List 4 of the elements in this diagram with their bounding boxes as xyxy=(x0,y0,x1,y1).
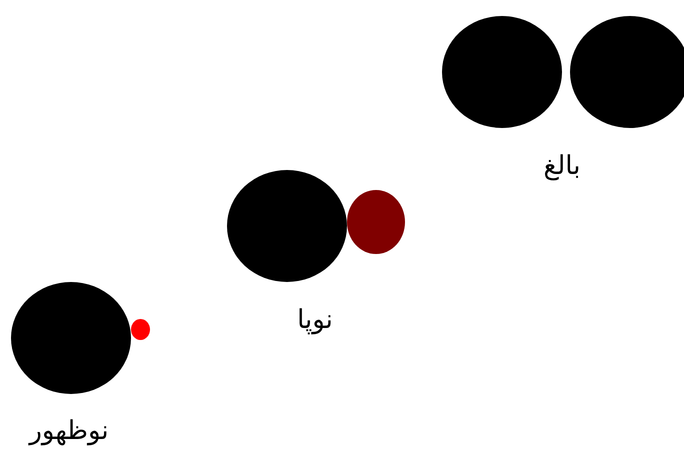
stage-label: نوپا xyxy=(297,305,333,335)
stage-label: نوظهور xyxy=(29,416,109,446)
circle xyxy=(131,319,150,340)
stage-label: بالغ xyxy=(544,151,580,181)
